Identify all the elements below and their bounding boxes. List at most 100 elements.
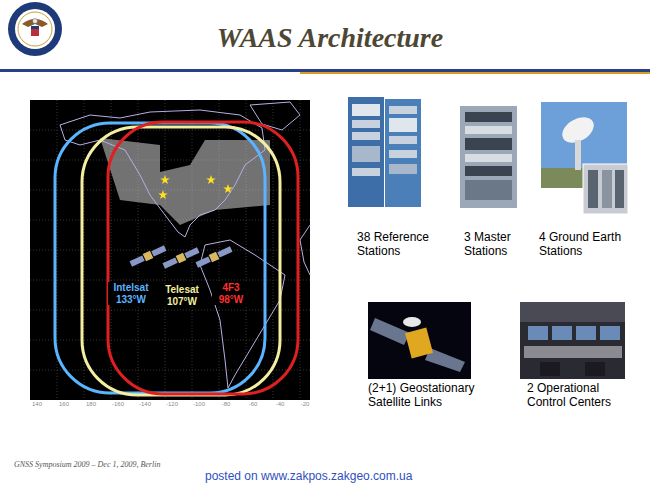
illustration-part	[600, 326, 620, 340]
illustration-part	[389, 106, 417, 114]
satellite-icon	[162, 246, 200, 269]
illustration-part	[130, 255, 145, 266]
illustration-part	[352, 104, 380, 116]
illustration-part	[160, 175, 170, 184]
ground-earth-station-photo	[541, 102, 628, 214]
station-caption: 2 Operational Control Centers	[527, 382, 635, 410]
illustration-part	[576, 326, 596, 340]
illustration-part	[352, 168, 380, 176]
station-caption: 38 Reference Stations	[357, 231, 443, 259]
axis-tick: 160	[53, 401, 75, 408]
illustration-part	[585, 362, 605, 376]
map-grid	[30, 100, 310, 400]
illustration-part	[615, 170, 624, 208]
illustration-part	[30, 340, 310, 341]
axis-tick: -120	[161, 401, 183, 408]
footer-note: GNSS Symposium 2009 – Dec 1, 2009, Berli…	[14, 460, 214, 469]
shield-chief	[31, 26, 39, 29]
axis-tick: -140	[134, 401, 156, 408]
greenland	[250, 102, 300, 130]
illustration-part	[209, 252, 220, 263]
satellite-icon	[129, 244, 167, 267]
illustration-part	[520, 302, 625, 379]
header-rule	[0, 69, 650, 72]
axis-tick: -20	[294, 401, 316, 408]
illustration-part	[30, 370, 310, 371]
illustration-part	[30, 220, 310, 221]
illustration-part	[196, 256, 211, 267]
illustration-part	[405, 328, 433, 359]
eagle-shield	[31, 26, 39, 36]
illustration-part	[465, 138, 512, 150]
illustration-part	[368, 302, 471, 379]
illustration-part	[352, 120, 380, 128]
credit-watermark: posted on www.zakpos.zakgeo.com.ua	[205, 470, 465, 484]
map-ground	[30, 100, 310, 400]
seal-inner-ring	[18, 12, 52, 46]
illustration-part	[30, 250, 310, 251]
illustration-part	[385, 99, 421, 207]
illustration-part	[217, 246, 232, 257]
eagle-wings	[22, 19, 48, 27]
illustration-part	[352, 132, 380, 140]
illustration-part	[575, 140, 581, 170]
4f3-footprint	[108, 122, 298, 394]
illustration-part	[460, 106, 517, 208]
illustration-part	[348, 97, 384, 207]
satellite-icon	[195, 245, 233, 268]
illustration-part	[30, 280, 310, 281]
station-caption: 4 Ground Earth Stations	[539, 231, 625, 259]
illustration-part	[158, 190, 168, 199]
illustration-part	[163, 257, 178, 268]
axis-tick: 180	[80, 401, 102, 408]
illustration-part	[528, 326, 548, 340]
illustration-part	[30, 130, 310, 131]
axis-tick: -160	[107, 401, 129, 408]
axis-tick: -100	[188, 401, 210, 408]
seal-ring	[8, 2, 62, 56]
eagle-head	[33, 19, 38, 24]
illustration-part	[465, 154, 512, 162]
africa-edge	[300, 225, 310, 275]
illustration-part	[465, 112, 512, 122]
illustration-part	[389, 136, 417, 144]
station-caption: 3 Master Stations	[464, 231, 526, 259]
illustration-part	[552, 326, 572, 340]
axis-tick: -40	[269, 401, 291, 408]
satellite-label: Intelsat 133°W	[108, 282, 154, 305]
illustration-part	[588, 170, 598, 208]
illustration-part	[540, 362, 560, 376]
illustration-part	[176, 253, 187, 264]
geo-satellite-photo	[368, 302, 471, 379]
header-rule-gold	[300, 72, 650, 74]
reference-station-racks	[348, 97, 421, 207]
illustration-part	[389, 150, 417, 158]
illustration-part	[465, 166, 512, 176]
station-stars	[158, 175, 233, 199]
satellite-label: Telesat 107°W	[160, 284, 204, 307]
coverage-map	[30, 100, 310, 400]
illustration-part	[184, 247, 199, 258]
illustration-part	[524, 346, 622, 358]
control-center-photo	[520, 302, 625, 379]
illustration-part	[223, 184, 233, 193]
axis-tick: -80	[215, 401, 237, 408]
illustration-part	[389, 164, 417, 174]
state-seal	[8, 2, 62, 56]
illustration-part	[465, 180, 512, 200]
seal-center	[15, 9, 55, 49]
axis-tick: -60	[242, 401, 264, 408]
illustration-part	[520, 302, 625, 322]
illustration-part	[30, 310, 310, 311]
illustration-part	[602, 170, 612, 208]
illustration-part	[206, 175, 216, 184]
master-station-rack	[460, 106, 517, 208]
satellite-label: 4F3 98°W	[212, 282, 250, 305]
illustration-part	[389, 118, 417, 132]
illustration-part	[403, 317, 421, 327]
illustration-part	[583, 164, 628, 214]
station-caption: (2+1) Geostationary Satellite Links	[368, 382, 490, 410]
illustration-part	[151, 245, 166, 256]
illustration-part	[352, 146, 380, 162]
